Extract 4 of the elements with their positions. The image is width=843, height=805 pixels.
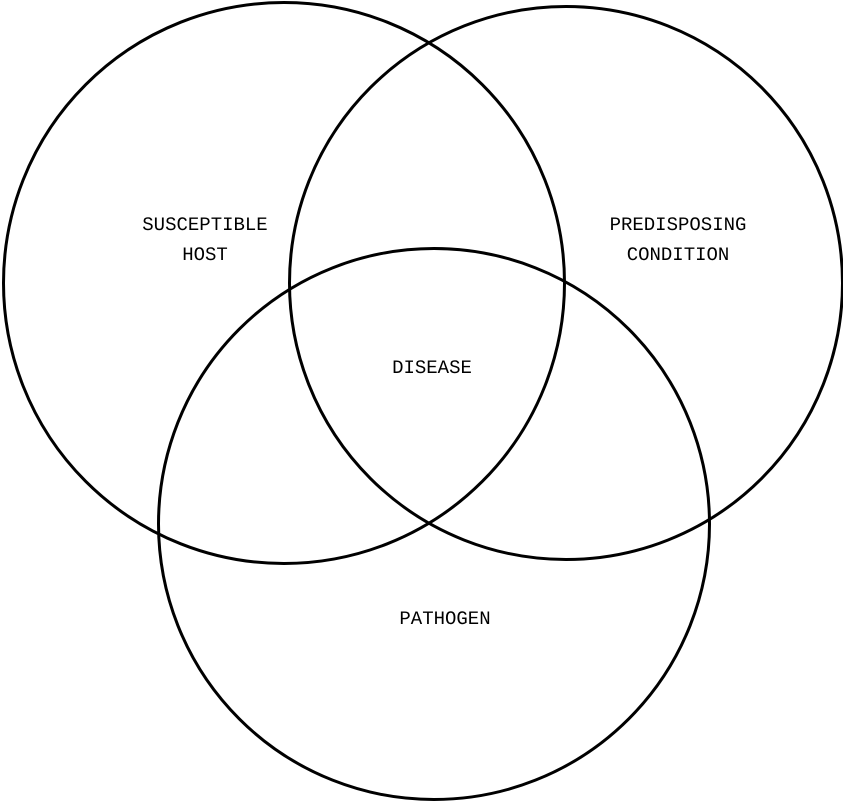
overlap-label: DISEASE: [391, 356, 473, 381]
circle-label: PATHOGEN: [398, 607, 492, 632]
circle-label: PREDISPOSING CONDITION: [608, 213, 748, 268]
circle-label: SUSCEPTIBLE HOST: [141, 213, 269, 268]
